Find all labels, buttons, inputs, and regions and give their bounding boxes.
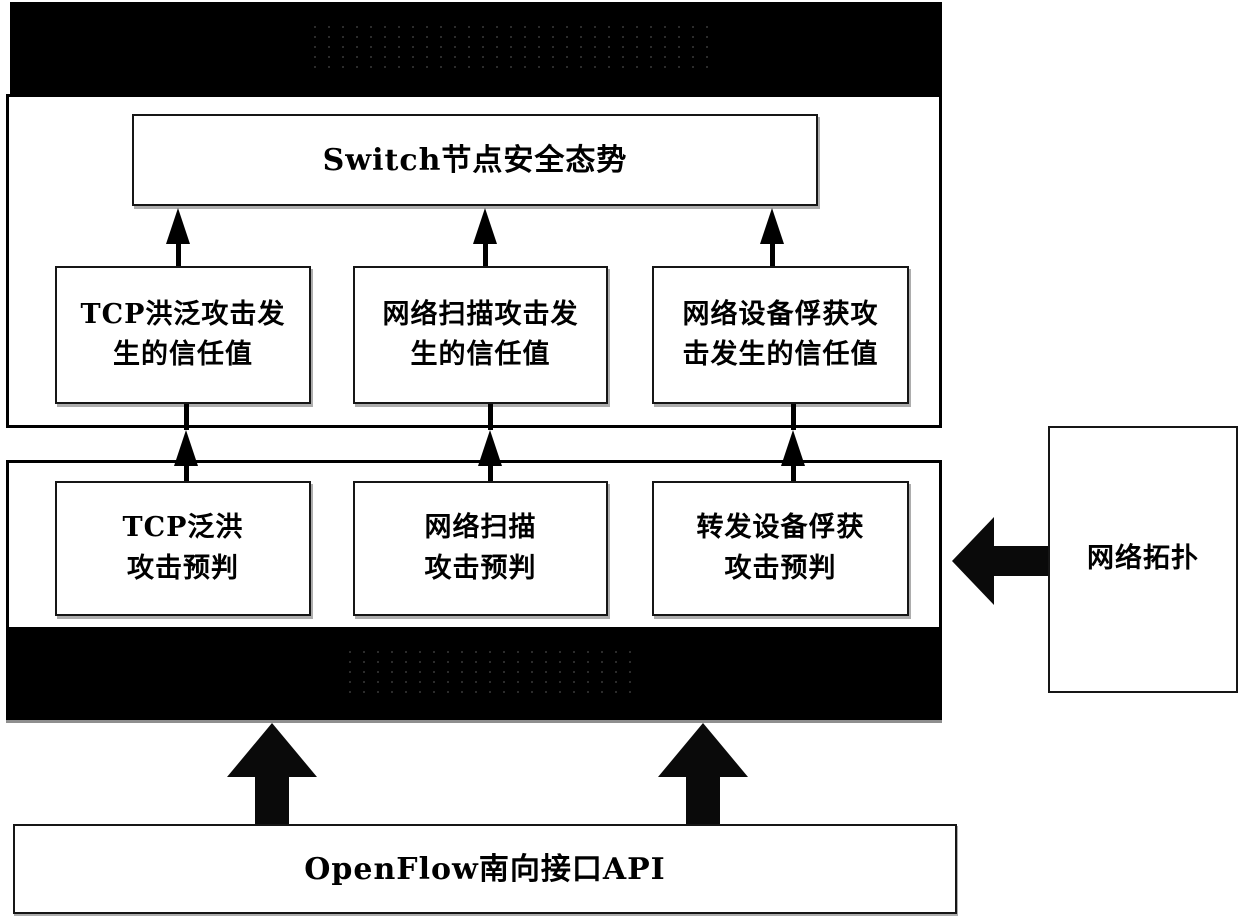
- prediction-box-line1: 网络扫描: [424, 512, 537, 543]
- arrow-shaft: [482, 244, 488, 266]
- arrowhead: [760, 208, 784, 244]
- arrow-shaft: [790, 466, 796, 482]
- big-up-arrow-icon: [658, 723, 748, 826]
- prediction-box-tcp-flood: TCP泛洪 攻击预判: [55, 481, 311, 616]
- trust-box-tcp-flood: TCP洪泛攻击发 生的信任值: [55, 266, 311, 404]
- openflow-api-label: OpenFlow南向接口API: [304, 851, 666, 887]
- left-arrow-shaft: [993, 546, 1048, 576]
- up-arrow-icon: [473, 208, 497, 266]
- arrow-shaft: [769, 244, 775, 266]
- switch-situation-label: Switch节点安全态势: [322, 142, 628, 178]
- up-arrow-icon: [760, 208, 784, 266]
- prediction-box-line2: 攻击预判: [424, 552, 537, 584]
- trust-box-line1: 网络扫描攻击发: [382, 298, 579, 330]
- top-banner: [10, 2, 942, 94]
- big-up-arrow-icon: [227, 723, 317, 826]
- trust-box-network-scan: 网络扫描攻击发 生的信任值: [353, 266, 608, 404]
- trust-box-line2: 生的信任值: [113, 339, 253, 370]
- arrowhead: [658, 723, 748, 777]
- connector-line: [184, 404, 189, 430]
- arrow-shaft: [255, 777, 289, 826]
- illegible-text-speckle: [342, 647, 643, 702]
- connector-line: [488, 404, 493, 430]
- illegible-text-speckle: [308, 22, 719, 76]
- prediction-box-network-scan: 网络扫描 攻击预判: [353, 481, 608, 616]
- arrowhead: [227, 723, 317, 777]
- arrow-shaft: [686, 777, 720, 826]
- trust-box-line1: 网络设备俘获攻: [682, 298, 879, 330]
- trust-box-line2: 击发生的信任值: [682, 339, 879, 370]
- openflow-api-box: OpenFlow南向接口API: [13, 824, 957, 914]
- up-arrow-icon: [166, 208, 190, 266]
- middle-banner: [6, 627, 942, 720]
- topology-label: 网络拓扑: [1087, 543, 1199, 575]
- arrow-shaft: [183, 466, 189, 482]
- connector-line: [791, 404, 796, 430]
- trust-box-line2: 生的信任值: [410, 339, 551, 370]
- topology-box: 网络拓扑: [1048, 426, 1238, 693]
- prediction-box-line1: 转发设备俘获: [696, 512, 865, 543]
- situation-panel: [6, 94, 942, 428]
- prediction-box-line2: 攻击预判: [127, 552, 239, 584]
- arrowhead: [473, 208, 497, 244]
- arrow-shaft: [175, 244, 181, 266]
- arrow-shaft: [487, 466, 493, 482]
- switch-situation-box: Switch节点安全态势: [132, 114, 818, 206]
- trust-box-device-capture: 网络设备俘获攻 击发生的信任值: [652, 266, 909, 404]
- prediction-box-device-capture: 转发设备俘获 攻击预判: [652, 481, 909, 616]
- prediction-box-line2: 攻击预判: [724, 552, 837, 584]
- arrowhead: [166, 208, 190, 244]
- left-arrow-icon: [952, 517, 994, 605]
- trust-box-line1: TCP洪泛攻击发: [80, 298, 286, 330]
- prediction-box-line1: TCP泛洪: [122, 512, 244, 543]
